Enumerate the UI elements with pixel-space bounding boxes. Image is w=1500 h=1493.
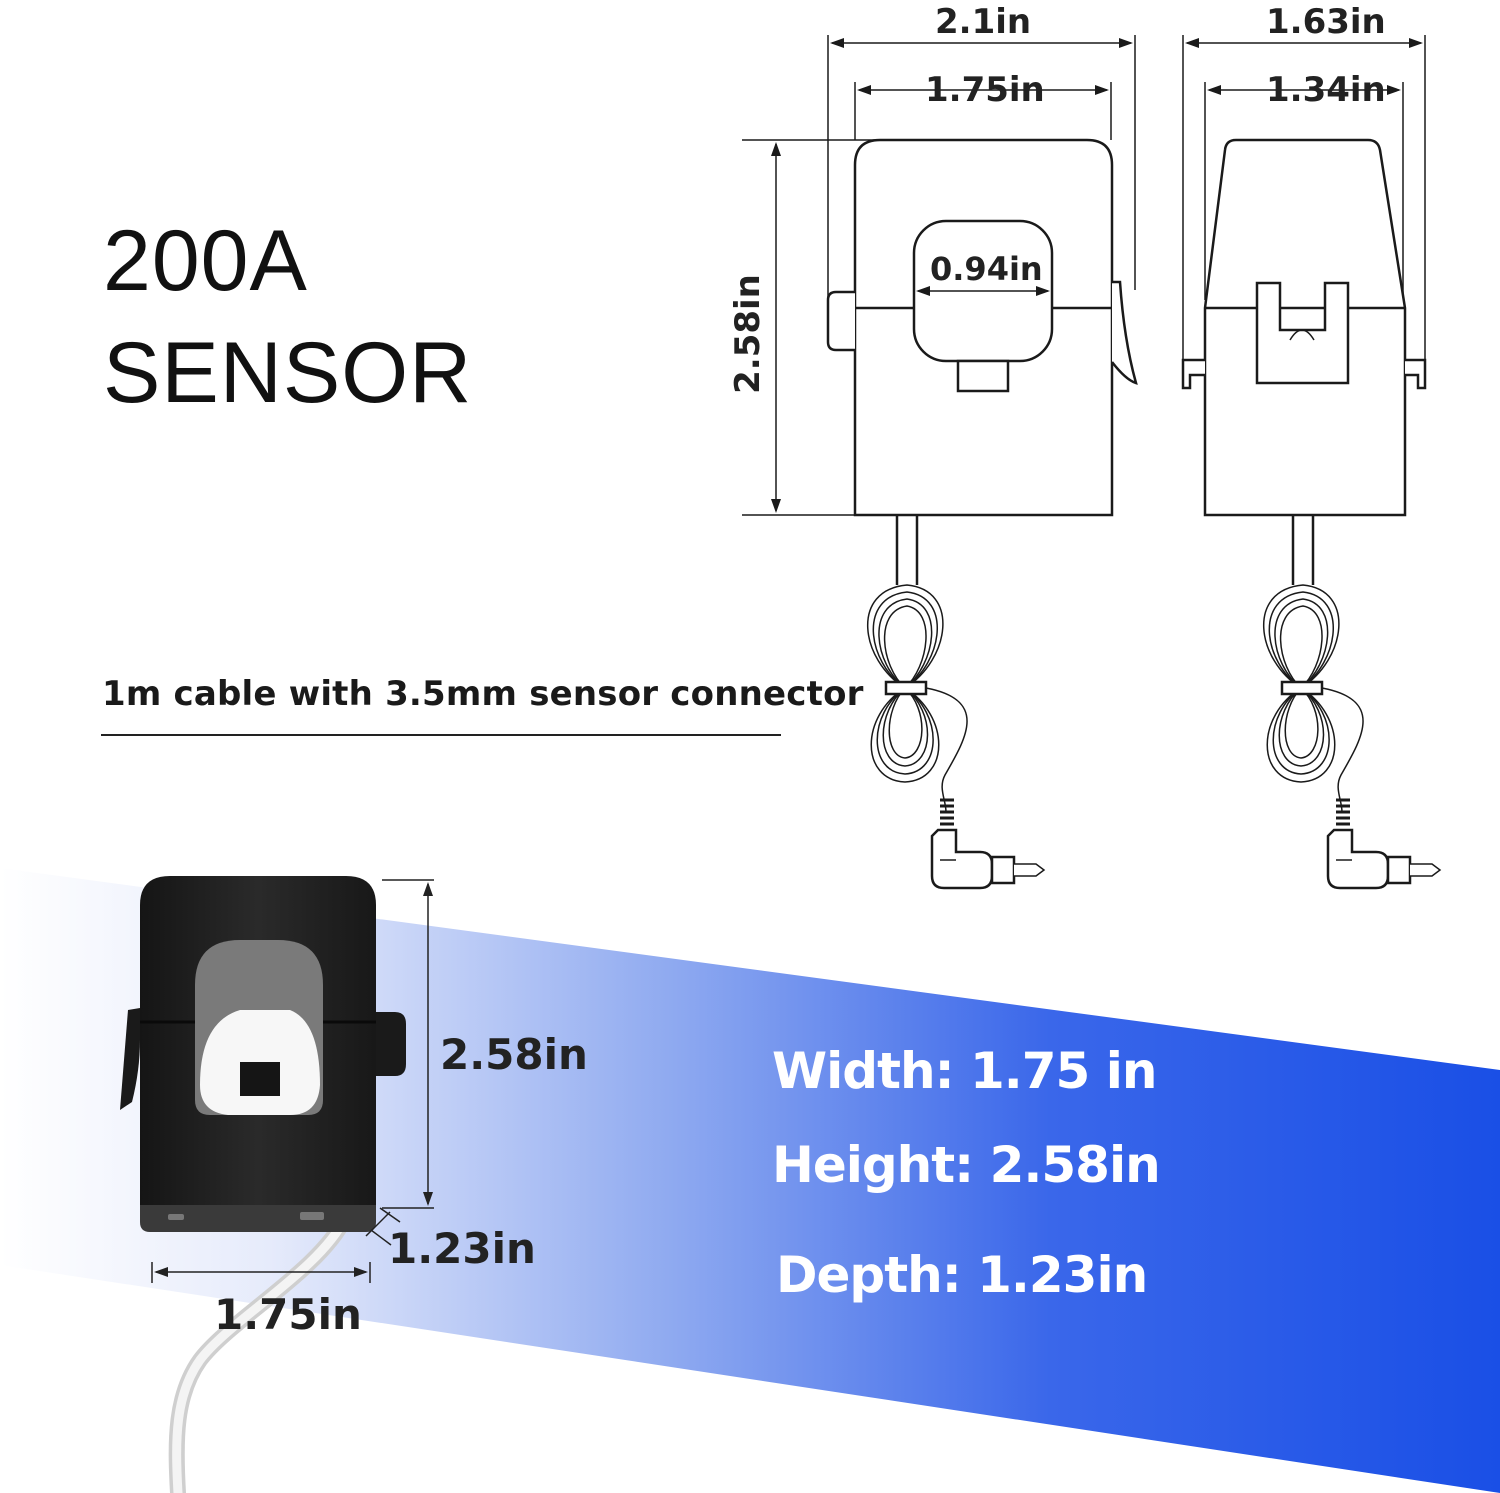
front-overall-width-label: 2.1in: [935, 2, 1032, 42]
title-line-2: SENSOR: [103, 325, 473, 421]
cable-caption: 1m cable with 3.5mm sensor connector: [102, 674, 864, 714]
aperture-label: 0.94in: [930, 250, 1043, 288]
front-height-label: 2.58in: [727, 274, 768, 394]
spec-depth: Depth: 1.23in: [776, 1246, 1148, 1304]
side-overall-depth-label: 1.63in: [1266, 2, 1386, 42]
photo-depth-label: 1.23in: [388, 1224, 536, 1273]
front-view-drawing: [742, 35, 1138, 890]
photo-width-label: 1.75in: [214, 1290, 362, 1339]
photo-height-label: 2.58in: [440, 1030, 588, 1079]
title-line-1: 200A: [103, 213, 308, 309]
caption-underline: [101, 734, 781, 736]
side-view-drawing: [1181, 35, 1442, 890]
front-body-width-label: 1.75in: [925, 70, 1045, 110]
spec-width: Width: 1.75 in: [772, 1042, 1157, 1100]
spec-height: Height: 2.58in: [772, 1136, 1161, 1194]
side-body-depth-label: 1.34in: [1266, 70, 1386, 110]
